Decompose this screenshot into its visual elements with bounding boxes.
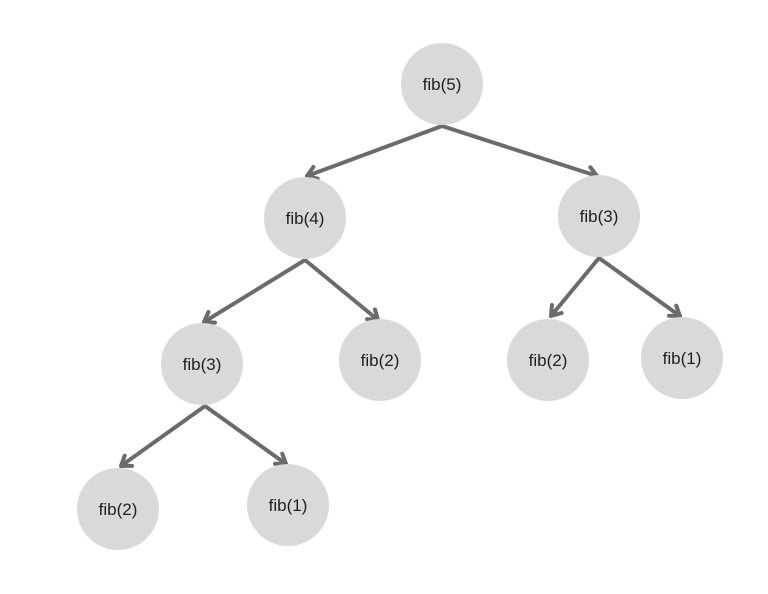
node-label: fib(3): [580, 207, 619, 226]
edge-arrow-n2-n4: [202, 258, 307, 325]
edge-line: [549, 256, 601, 318]
arrowhead-icon: [667, 303, 682, 318]
node-circle: [77, 468, 159, 550]
edge-arrow-n1-n3: [440, 124, 599, 182]
edge-arrow-n4-n9: [203, 404, 288, 466]
edge-line: [202, 258, 307, 324]
tree-node: fib(5): [401, 43, 483, 125]
edge-line: [597, 256, 682, 318]
arrowhead-icon: [119, 453, 134, 468]
node-circle: [247, 464, 329, 546]
node-circle: [161, 323, 243, 405]
edge-arrow-n1-n2: [305, 124, 444, 181]
tree-node: fib(2): [507, 319, 589, 401]
node-circle: [401, 43, 483, 125]
arrowhead-icon: [202, 309, 217, 325]
node-circle: [558, 175, 640, 257]
node-circle: [507, 319, 589, 401]
edge-line: [119, 404, 207, 468]
node-circle: [339, 319, 421, 401]
nodes-layer: fib(5) fib(4) fib(3) fib(3) fib(2) fib(2) fib(…: [77, 43, 723, 550]
node-circle: [641, 317, 723, 399]
node-label: fib(1): [663, 349, 702, 368]
edge-line: [203, 404, 288, 466]
node-label: fib(2): [361, 351, 400, 370]
edge-arrow-n2-n5: [303, 258, 380, 322]
tree-node: fib(2): [339, 319, 421, 401]
node-label: fib(3): [183, 355, 222, 374]
tree-node: fib(1): [641, 317, 723, 399]
node-label: fib(2): [99, 500, 138, 519]
tree-node: fib(4): [264, 177, 346, 259]
node-label: fib(4): [286, 209, 325, 228]
tree-node: fib(2): [77, 468, 159, 550]
arrowhead-icon: [549, 303, 564, 318]
edge-arrow-n3-n6: [549, 256, 601, 318]
edge-arrow-n4-n8: [119, 404, 207, 468]
node-label: fib(5): [423, 75, 462, 94]
tree-node: fib(3): [161, 323, 243, 405]
edge-line: [303, 258, 380, 322]
tree-node: fib(1): [247, 464, 329, 546]
edges-layer: [119, 124, 682, 468]
edge-line: [305, 124, 444, 178]
edge-line: [440, 124, 599, 178]
node-label: fib(1): [269, 496, 308, 515]
node-circle: [264, 177, 346, 259]
node-label: fib(2): [529, 351, 568, 370]
arrowhead-icon: [305, 164, 320, 181]
tree-node: fib(3): [558, 175, 640, 257]
arrowhead-icon: [273, 451, 288, 466]
edge-arrow-n3-n7: [597, 256, 682, 318]
